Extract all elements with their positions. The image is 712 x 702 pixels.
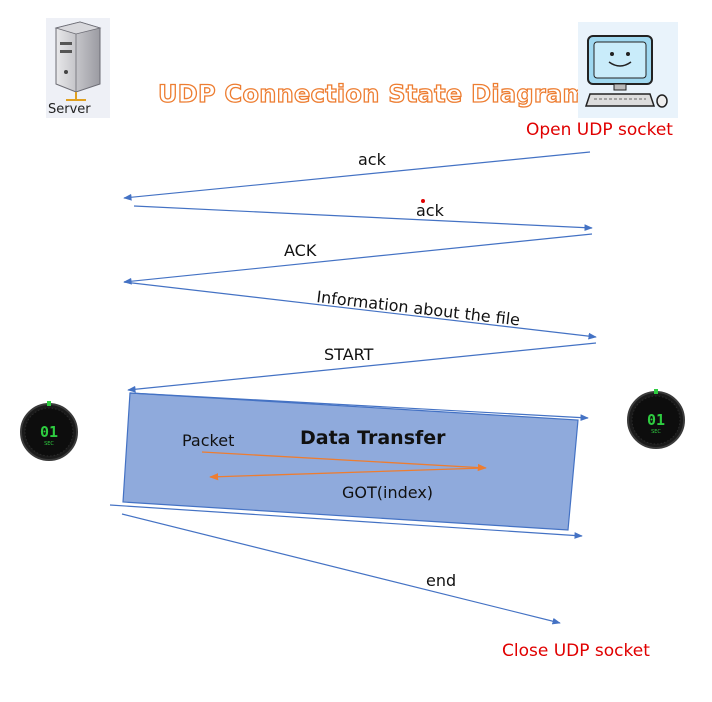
start-label: START [324, 345, 374, 364]
close-socket-label: Close UDP socket [502, 641, 650, 661]
got-label: GOT(index) [342, 483, 433, 502]
info-arrow [123, 281, 597, 340]
red-dot-marker [421, 199, 425, 203]
transfer-top-arrow [129, 392, 589, 421]
left-timer-unit: SEC [44, 441, 54, 447]
ack-arrow-1 [123, 151, 591, 201]
ack-arrow-2 [133, 205, 593, 231]
packet-label: Packet [182, 431, 234, 450]
end-label: end [426, 571, 456, 590]
left-stopwatch-icon: 01 SEC [20, 401, 78, 461]
end-arrow [121, 513, 561, 625]
right-timer-unit: SEC [651, 429, 661, 435]
packet-arrow [201, 451, 487, 472]
data-transfer-title: Data Transfer [300, 427, 446, 449]
data-transfer-box [122, 392, 579, 531]
open-socket-label: Open UDP socket [526, 120, 673, 140]
smiling-computer-icon [578, 22, 678, 118]
start-arrow [127, 342, 597, 393]
got-arrow [209, 467, 485, 481]
ack-label-2: ack [416, 201, 445, 220]
ack-label-3: ACK [284, 241, 317, 260]
right-timer-digits: 01 [647, 411, 665, 429]
diagram-title: UDP Connection State Diagram: [158, 80, 598, 108]
server-tower-icon [46, 18, 110, 118]
transfer-bottom-arrow [109, 504, 583, 539]
ack-label-1: ack [358, 150, 387, 169]
info-label: Information about the file [316, 287, 521, 329]
ack-arrow-3 [123, 233, 593, 285]
server-caption: Server [48, 102, 91, 117]
left-timer-digits: 01 [40, 423, 58, 441]
right-stopwatch-icon: 01 SEC [627, 389, 685, 449]
